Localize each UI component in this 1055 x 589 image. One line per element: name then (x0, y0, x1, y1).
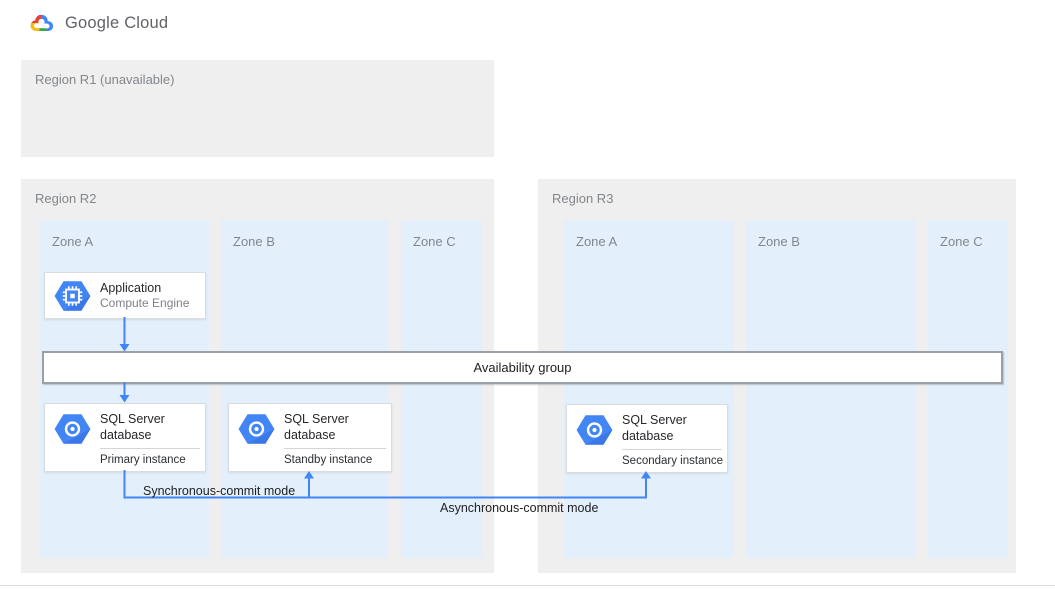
sql-primary-node: SQL Server database Primary instance (44, 403, 206, 472)
divider (622, 449, 722, 450)
sql-instance-label: Secondary instance (622, 455, 724, 467)
zone-label: Zone C (940, 234, 983, 249)
region-r1: Region R1 (unavailable) (21, 60, 494, 157)
sql-secondary-node: SQL Server database Secondary instance (566, 404, 728, 473)
availability-group-bar: Availability group (42, 351, 1003, 384)
divider (284, 448, 386, 449)
sql-node-title: SQL Server database (284, 412, 349, 442)
region-r2-zone-c: Zone C (401, 220, 482, 558)
sql-server-database-icon (238, 414, 275, 444)
sql-node-title: SQL Server database (100, 412, 165, 442)
google-cloud-logo: Google Cloud (28, 13, 168, 33)
google-cloud-logo-icon (30, 14, 54, 32)
region-r3-zone-b: Zone B (746, 220, 915, 558)
zone-label: Zone A (52, 234, 94, 249)
sql-instance-label: Standby instance (284, 454, 373, 466)
sql-server-database-icon (576, 415, 613, 445)
sync-commit-label: Synchronous-commit mode (143, 484, 296, 498)
zone-label: Zone C (413, 234, 456, 249)
async-commit-label: Asynchronous-commit mode (440, 501, 599, 515)
logo-wordmark: Google Cloud (65, 13, 169, 32)
sql-node-title: SQL Server database (622, 413, 687, 443)
divider (100, 448, 200, 449)
zone-label: Zone A (576, 234, 618, 249)
bottom-divider (0, 585, 1055, 586)
zone-label: Zone B (758, 234, 800, 249)
region-r2-zone-a: Zone A (40, 220, 209, 558)
application-subtitle: Compute Engine (100, 295, 190, 310)
region-r1-label: Region R1 (unavailable) (35, 72, 175, 87)
sql-instance-label: Primary instance (100, 454, 186, 466)
region-r3-zone-c: Zone C (928, 220, 1008, 558)
compute-engine-icon (54, 280, 91, 311)
region-r2-zone-b: Zone B (221, 220, 388, 558)
availability-group-label: Availability group (473, 360, 572, 375)
sql-server-database-icon (54, 414, 91, 444)
region-r3-label: Region R3 (552, 191, 614, 206)
region-r3-zone-a: Zone A (564, 220, 734, 558)
application-node: Application Compute Engine (44, 272, 206, 319)
zone-label: Zone B (233, 234, 275, 249)
sql-standby-node: SQL Server database Standby instance (228, 403, 392, 472)
application-title: Application (100, 280, 162, 295)
region-r2-label: Region R2 (35, 191, 97, 206)
